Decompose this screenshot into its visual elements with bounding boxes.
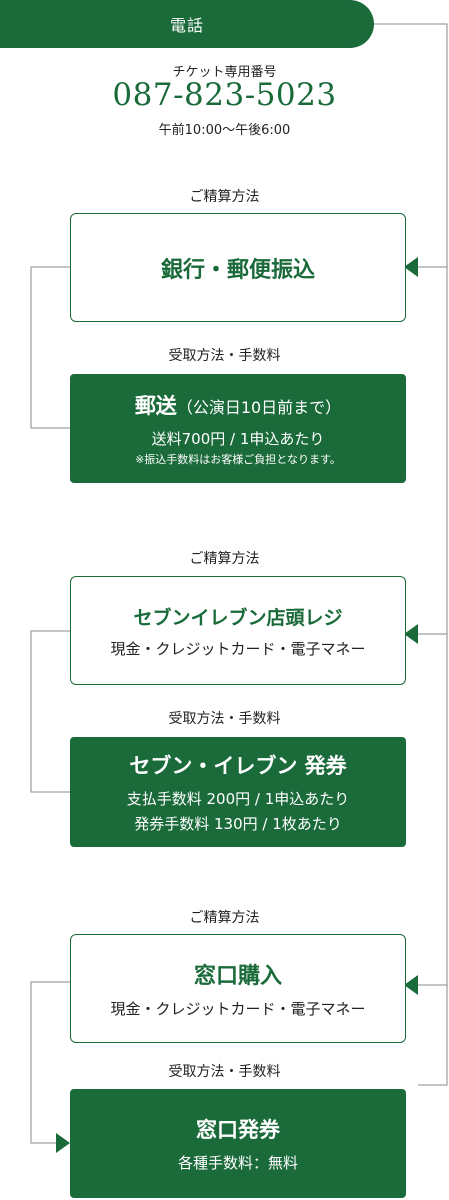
- right-rail-line: [374, 23, 448, 1086]
- payment-title-seven: セブンイレブン店頭レジ: [133, 606, 343, 629]
- phone-number[interactable]: 087-823-5023: [112, 77, 337, 113]
- receipt-box-mail: 郵送（公演日10日前まで） 送料700円 / 1申込あたり ※振込手数料はお客様…: [70, 374, 406, 483]
- receipt-seven-fee-1: 支払手数料 200円 / 1申込あたり: [126, 790, 350, 808]
- receipt-title-seven: セブン・イレブン 発券: [129, 754, 347, 778]
- receipt-seven-fee-2: 発券手数料 130円 / 1枚あたり: [134, 815, 342, 833]
- arrow-to-bank-box: [404, 257, 418, 277]
- left-bracket-3: [30, 981, 70, 1144]
- receipt-label-2: 受取方法・手数料: [168, 711, 281, 727]
- left-bracket-2: [30, 630, 70, 793]
- receipt-title-mail: 郵送（公演日10日前まで）: [135, 390, 341, 420]
- payment-box-seven: セブンイレブン店頭レジ 現金・クレジットカード・電子マネー: [70, 576, 406, 685]
- payment-title-window: 窓口購入: [193, 964, 282, 989]
- receipt-box-seven: セブン・イレブン 発券 支払手数料 200円 / 1申込あたり 発券手数料 13…: [70, 737, 406, 847]
- payment-label-3: ご精算方法: [189, 910, 260, 926]
- receipt-window-fee: 各種手数料：無料: [177, 1154, 298, 1172]
- receipt-title-mail-note: （公演日10日前まで）: [176, 398, 342, 417]
- payment-sub-seven: 現金・クレジットカード・電子マネー: [110, 639, 366, 658]
- payment-label-1: ご精算方法: [189, 189, 260, 205]
- phone-hours: 午前10:00〜午後6:00: [158, 123, 291, 138]
- left-bracket-1: [30, 266, 70, 429]
- payment-box-bank: 銀行・郵便振込: [70, 213, 406, 322]
- receipt-label-1: 受取方法・手数料: [168, 348, 281, 364]
- receipt-label-3: 受取方法・手数料: [168, 1064, 281, 1080]
- receipt-box-window: 窓口発券 各種手数料：無料: [70, 1089, 406, 1198]
- payment-title-bank: 銀行・郵便振込: [160, 257, 315, 283]
- arrow-to-window-issue: [56, 1133, 70, 1153]
- receipt-mail-fee: 送料700円 / 1申込あたり: [151, 430, 325, 448]
- payment-box-window: 窓口購入 現金・クレジットカード・電子マネー: [70, 934, 406, 1043]
- payment-label-2: ご精算方法: [189, 551, 260, 567]
- receipt-mail-note: ※振込手数料はお客様ご負担となります。: [135, 453, 341, 466]
- phone-tab: 電話: [0, 0, 374, 48]
- arrow-to-window-box: [404, 975, 418, 995]
- phone-tab-label: 電話: [169, 16, 204, 35]
- payment-sub-window: 現金・クレジットカード・電子マネー: [110, 1000, 366, 1018]
- receipt-title-window: 窓口発券: [196, 1118, 280, 1142]
- phone-caption: チケット専用番号: [172, 65, 277, 80]
- arrow-to-seven-box: [404, 624, 418, 644]
- receipt-title-mail-main: 郵送: [134, 394, 177, 418]
